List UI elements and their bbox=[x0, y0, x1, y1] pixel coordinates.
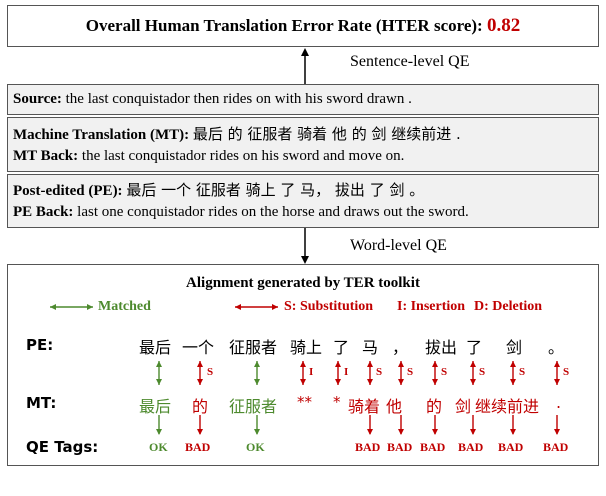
pe-token: 剑 bbox=[506, 338, 523, 357]
mt-token: 他 bbox=[386, 397, 403, 416]
pe-token: 。 bbox=[548, 338, 565, 357]
op-label: I bbox=[344, 366, 349, 378]
mt-token: 最后 bbox=[139, 397, 172, 416]
legend-substitution: S: Substitution bbox=[284, 299, 374, 314]
qe-tag: OK bbox=[149, 440, 168, 454]
legend-matched: Matched bbox=[98, 299, 151, 314]
mt-token: 的 bbox=[426, 397, 443, 416]
pe-token: ， bbox=[392, 338, 409, 357]
pe-token: 拔出 bbox=[425, 338, 458, 357]
pe-token: 骑上 bbox=[290, 338, 323, 357]
pe-back-line: PE Back: last one conquistador rides on … bbox=[13, 204, 469, 221]
op-label: S bbox=[376, 366, 383, 378]
legend-insertion: I: Insertion bbox=[397, 299, 466, 314]
pe-token: 马 bbox=[362, 338, 379, 357]
op-label: S bbox=[519, 366, 526, 378]
op-label: S bbox=[563, 366, 570, 378]
pe-box: Post-edited (PE): 最后 一个 征服者 骑上 了 马， 拔出 了… bbox=[7, 174, 599, 228]
pe-text: 最后 一个 征服者 骑上 了 马， 拔出 了 剑 。 bbox=[126, 181, 425, 199]
mt-label: Machine Translation (MT): bbox=[13, 127, 190, 143]
legend-deletion: D: Deletion bbox=[474, 299, 543, 314]
source-line: Source: the last conquistador then rides… bbox=[13, 91, 412, 108]
qe-tag: BAD bbox=[185, 440, 211, 454]
mt-token: . bbox=[556, 393, 562, 412]
mt-token: 征服者 bbox=[229, 397, 278, 416]
mt-box: Machine Translation (MT): 最后 的 征服者 骑着 他 … bbox=[7, 117, 599, 172]
pe-token: 了 bbox=[466, 338, 483, 357]
qe-tag: BAD bbox=[355, 440, 381, 454]
word-qe-label: Word-level QE bbox=[350, 237, 447, 254]
hter-label: Overall Human Translation Error Rate (HT… bbox=[85, 16, 483, 35]
mt-token: ** bbox=[297, 393, 312, 411]
qe-tag: BAD bbox=[420, 440, 446, 454]
mt-back-label: MT Back: bbox=[13, 148, 79, 164]
pe-back-label: PE Back: bbox=[13, 204, 74, 220]
row-label-mt: MT: bbox=[26, 394, 57, 412]
qe-tag: OK bbox=[246, 440, 265, 454]
mt-token: 的 bbox=[192, 397, 209, 416]
alignment-title: Alignment generated by TER toolkit bbox=[186, 275, 420, 291]
mt-back-text: the last conquistador rides on his sword… bbox=[81, 148, 405, 164]
mt-token: * bbox=[333, 393, 341, 411]
op-label: S bbox=[407, 366, 414, 378]
qe-tag: BAD bbox=[543, 440, 569, 454]
hter-box: Overall Human Translation Error Rate (HT… bbox=[7, 5, 599, 47]
pe-token: 最后 bbox=[139, 338, 172, 357]
op-label: S bbox=[207, 366, 214, 378]
op-label: S bbox=[479, 366, 486, 378]
pe-line: Post-edited (PE): 最后 一个 征服者 骑上 了 马， 拔出 了… bbox=[13, 179, 424, 200]
pe-token: 一个 bbox=[182, 338, 215, 357]
op-label: I bbox=[309, 366, 314, 378]
qe-tag: BAD bbox=[498, 440, 524, 454]
mt-text: 最后 的 征服者 骑着 他 的 剑 继续前进 . bbox=[192, 125, 461, 143]
pe-token: 征服者 bbox=[229, 338, 278, 357]
mt-token: 骑着 bbox=[348, 397, 381, 416]
qe-tag: BAD bbox=[458, 440, 484, 454]
mt-line: Machine Translation (MT): 最后 的 征服者 骑着 他 … bbox=[13, 123, 461, 144]
qe-tag: BAD bbox=[387, 440, 413, 454]
pe-token: 了 bbox=[333, 338, 350, 357]
sentence-qe-label: Sentence-level QE bbox=[350, 53, 470, 70]
pe-label: Post-edited (PE): bbox=[13, 183, 123, 199]
mt-back-line: MT Back: the last conquistador rides on … bbox=[13, 148, 404, 165]
source-label: Source: bbox=[13, 91, 62, 107]
row-label-pe: PE: bbox=[26, 336, 54, 354]
source-text: the last conquistador then rides on with… bbox=[65, 91, 412, 107]
row-label-qe-tags: QE Tags: bbox=[26, 438, 99, 456]
alignment-box bbox=[7, 264, 599, 466]
hter-score: 0.82 bbox=[486, 15, 521, 36]
source-box: Source: the last conquistador then rides… bbox=[7, 84, 599, 115]
op-label: S bbox=[441, 366, 448, 378]
pe-back-text: last one conquistador rides on the horse… bbox=[77, 204, 469, 220]
mt-token: 剑 bbox=[455, 397, 472, 416]
hter-line: Overall Human Translation Error Rate (HT… bbox=[8, 15, 598, 37]
mt-token: 继续前进 bbox=[475, 397, 540, 416]
